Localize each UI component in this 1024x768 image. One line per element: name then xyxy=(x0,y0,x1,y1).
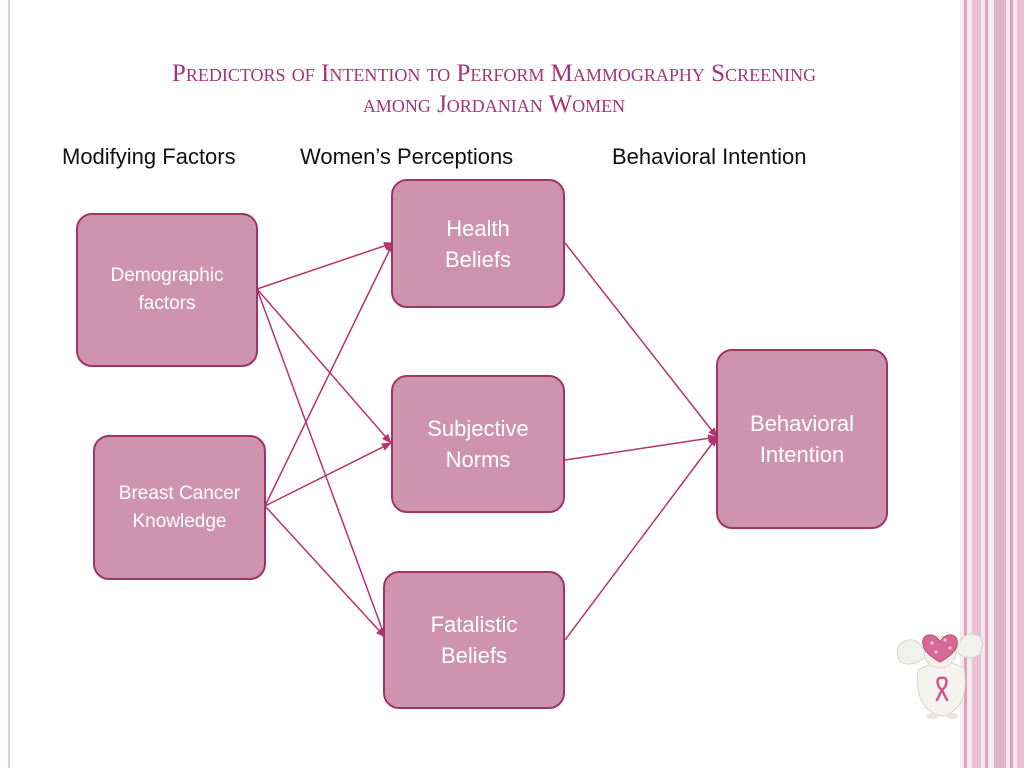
arrow-knowledge-to-health-beliefs xyxy=(264,242,394,507)
node-subjective-norms-label: Subjective Norms xyxy=(427,416,529,472)
node-demographic-factors: Demographic factors xyxy=(76,213,258,367)
page-left-rule xyxy=(8,0,10,768)
arrow-knowledge-to-subjective-norms xyxy=(264,442,392,507)
column-heading-modifying-factors: Modifying Factors xyxy=(62,144,236,169)
node-fatalistic-beliefs: Fatalistic Beliefs xyxy=(383,571,565,709)
arrow-fatalistic-beliefs-to-intention xyxy=(564,436,718,641)
slide-title-line-1: Predictors of Intention to Perform Mammo… xyxy=(171,60,817,87)
arrow-demographic-to-subjective-norms xyxy=(256,288,392,444)
node-fatalistic-beliefs-label: Fatalistic Beliefs xyxy=(430,612,518,668)
arrow-demographic-to-health-beliefs xyxy=(256,242,394,290)
column-heading-behavioral-intention: Behavioral Intention xyxy=(612,144,807,169)
angel-mascot-icon xyxy=(896,633,984,719)
column-heading-womens-perceptions: Women’s Perceptions xyxy=(300,144,514,169)
arrow-subjective-norms-to-intention xyxy=(564,434,718,461)
slide-title-line-2: among Jordanian Women xyxy=(362,91,626,118)
arrow-knowledge-to-fatalistic-beliefs xyxy=(264,505,386,638)
node-health-beliefs: Health Beliefs xyxy=(391,179,565,308)
node-demographic-factors-label: Demographic factors xyxy=(110,265,224,314)
slide-title: Predictors of Intention to Perform Mammo… xyxy=(40,58,948,120)
node-breast-cancer-knowledge: Breast Cancer Knowledge xyxy=(93,435,266,580)
node-breast-cancer-knowledge-label: Breast Cancer Knowledge xyxy=(118,482,241,532)
arrow-demographic-to-fatalistic-beliefs xyxy=(256,288,386,638)
node-subjective-norms: Subjective Norms xyxy=(391,375,565,513)
node-behavioral-intention-label: Behavioral Intention xyxy=(750,411,854,467)
arrow-health-beliefs-to-intention xyxy=(564,242,718,438)
node-health-beliefs-label: Health Beliefs xyxy=(444,215,512,272)
node-behavioral-intention: Behavioral Intention xyxy=(716,349,888,529)
